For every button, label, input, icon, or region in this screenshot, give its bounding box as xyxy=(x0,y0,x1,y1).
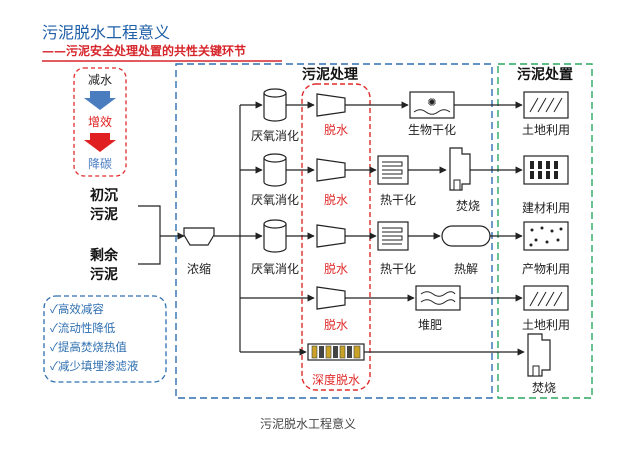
dewater-unit-4-icon xyxy=(316,286,346,310)
benefits-box xyxy=(43,295,167,383)
reduce-carbon-label: 降碳 xyxy=(88,157,112,171)
benefit-4: ✓减少填埋渗滤液 xyxy=(50,359,139,373)
reduce-water-label: 减水 xyxy=(88,73,112,87)
digestion-label-1: 厌氧消化 xyxy=(251,129,299,143)
dewater-unit-3-icon xyxy=(316,224,346,248)
building-material-icon xyxy=(523,155,569,185)
disposal-incineration-label: 焚烧 xyxy=(532,381,556,395)
increase-efficiency-label: 增效 xyxy=(88,114,112,129)
benefit-1: ✓高效减容 xyxy=(50,302,104,316)
pyrolysis-label: 热解 xyxy=(454,262,478,276)
disposal-section xyxy=(497,63,593,399)
input-merge-connector xyxy=(138,205,184,265)
disposal-title: 污泥处置 xyxy=(517,66,573,83)
composting-icon xyxy=(415,285,461,311)
thermal-drying-icon-2 xyxy=(377,221,409,251)
land-use-label-2: 土地利用 xyxy=(522,318,570,332)
digester-3-icon xyxy=(263,219,287,253)
thickener-icon xyxy=(183,227,215,246)
dewater-unit-2-icon xyxy=(316,158,346,182)
deep-dewater-unit-icon xyxy=(307,343,365,361)
pyrolysis-reactor-icon xyxy=(441,225,491,247)
incinerator-icon-2 xyxy=(527,333,551,377)
thermal-drying-label-1: 热干化 xyxy=(380,193,416,207)
incineration-label: 焚烧 xyxy=(456,199,480,213)
composting-label: 堆肥 xyxy=(418,318,442,332)
building-material-label: 建材利用 xyxy=(522,201,570,215)
product-use-label: 产物利用 xyxy=(522,262,570,276)
dewater-label-1: 脱水 xyxy=(324,122,348,137)
digester-1-icon xyxy=(263,88,287,122)
product-use-icon xyxy=(523,221,569,251)
dewater-label-2: 脱水 xyxy=(324,192,348,207)
treatment-section xyxy=(175,63,493,399)
thermal-drying-icon-1 xyxy=(377,155,409,185)
incinerator-icon-1 xyxy=(449,147,471,191)
land-use-icon-1 xyxy=(523,91,569,119)
figure-caption: 污泥脱水工程意义 xyxy=(260,416,356,431)
red-down-arrow-icon xyxy=(84,133,116,152)
page-subtitle: ——污泥安全处理处置的共性关键环节 xyxy=(42,43,246,58)
primary-sludge-line2: 污泥 xyxy=(90,206,118,223)
primary-sludge-line1: 初沉 xyxy=(90,187,118,204)
land-use-label-1: 土地利用 xyxy=(522,123,570,137)
dewater-unit-1-icon xyxy=(316,93,346,117)
branch-trunk xyxy=(214,105,241,352)
digestion-label-2: 厌氧消化 xyxy=(251,193,299,207)
dewater-label-4: 脱水 xyxy=(324,317,348,332)
page-title: 污泥脱水工程意义 xyxy=(42,23,170,42)
svg-text:✺: ✺ xyxy=(427,96,436,109)
land-use-icon-2 xyxy=(523,285,569,311)
benefit-2: ✓流动性降低 xyxy=(50,321,116,335)
digester-2-icon xyxy=(263,153,287,187)
digestion-label-3: 厌氧消化 xyxy=(251,262,299,276)
bio-drying-label: 生物干化 xyxy=(408,123,456,137)
deep-dewater-label: 深度脱水 xyxy=(312,372,360,387)
thicken-label: 浓缩 xyxy=(187,261,211,276)
benefit-3: ✓提高焚烧热值 xyxy=(50,340,127,354)
blue-down-arrow-icon xyxy=(84,91,116,110)
treatment-title: 污泥处理 xyxy=(302,66,358,83)
surplus-sludge-line1: 剩余 xyxy=(90,247,119,264)
legend-box xyxy=(73,67,127,177)
thermal-drying-label-2: 热干化 xyxy=(380,262,416,276)
dewater-label-3: 脱水 xyxy=(324,261,348,276)
surplus-sludge-line2: 污泥 xyxy=(90,266,118,283)
bio-drying-icon: ✺ xyxy=(409,91,455,119)
